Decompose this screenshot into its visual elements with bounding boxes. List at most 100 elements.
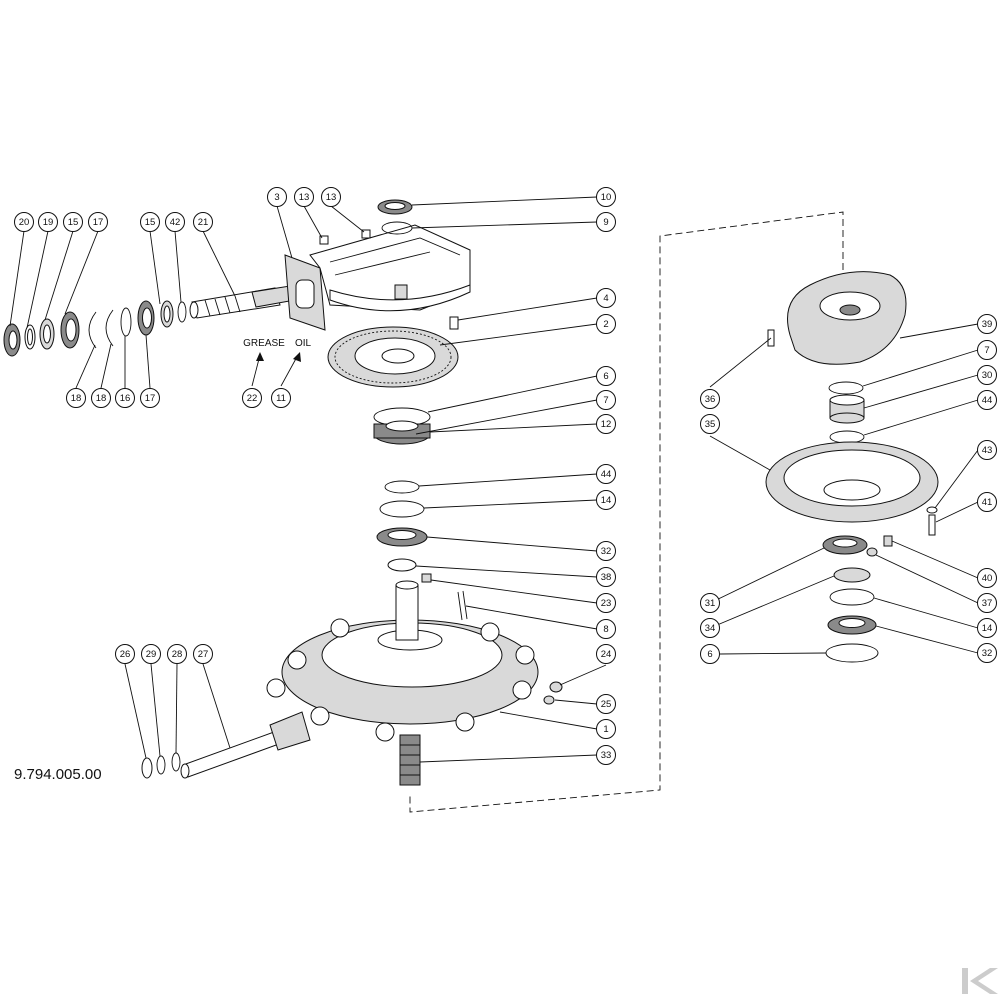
part-27-drive-shaft	[180, 711, 311, 779]
callout-circle	[977, 340, 997, 360]
callout-circle	[977, 314, 997, 334]
part-17-bearing-b	[137, 300, 155, 336]
assembly-dashed-line	[409, 211, 844, 813]
part-2-bevel-gear	[327, 326, 459, 388]
callout-c15a: 15	[63, 212, 83, 232]
part-40-nipple	[883, 535, 893, 547]
callout-circle	[14, 212, 34, 232]
drawing-number: 9.794.005.00	[14, 766, 102, 783]
callout-label: 41	[982, 497, 993, 508]
part-14-oring-right	[829, 588, 875, 606]
part-20-seal	[3, 323, 21, 357]
callout-label: 37	[982, 598, 993, 609]
leader-lines	[9, 196, 979, 763]
callout-c27: 27	[193, 644, 213, 664]
callout-label: 31	[705, 598, 716, 609]
callout-c12: 12	[596, 414, 616, 434]
callout-label: 3	[274, 192, 279, 203]
callout-circle	[977, 440, 997, 460]
callout-label: 44	[982, 395, 993, 406]
callout-label: 13	[299, 192, 310, 203]
callout-c40: 40	[977, 568, 997, 588]
part-10-seal	[377, 199, 413, 215]
callout-c44a: 44	[596, 464, 616, 484]
callout-c42: 42	[165, 212, 185, 232]
callout-c14a: 14	[596, 490, 616, 510]
callout-c32b: 32	[977, 643, 997, 663]
callout-circle	[91, 388, 111, 408]
callout-c14b: 14	[977, 618, 997, 638]
callout-label: 30	[982, 370, 993, 381]
callout-label: 35	[705, 419, 716, 430]
callout-label: 21	[198, 217, 209, 228]
callout-c20: 20	[14, 212, 34, 232]
callout-c44b: 44	[977, 390, 997, 410]
callout-circle	[165, 212, 185, 232]
part-32-bearing	[376, 527, 428, 547]
part-19-ring	[24, 324, 36, 350]
callout-label: 7	[984, 345, 989, 356]
part-39-cover	[787, 271, 907, 365]
callout-circle	[294, 187, 314, 207]
callout-label: 13	[326, 192, 337, 203]
callout-c32a: 32	[596, 541, 616, 561]
part-35-plate	[765, 441, 939, 523]
callout-c36: 36	[700, 389, 720, 409]
callout-circle	[977, 568, 997, 588]
callout-label: 33	[601, 750, 612, 761]
callout-label: 8	[603, 624, 608, 635]
callout-circle	[167, 644, 187, 664]
callout-c38: 38	[596, 567, 616, 587]
callout-c15b: 15	[140, 212, 160, 232]
part-14-oring	[379, 500, 425, 518]
part-15-washer	[39, 318, 55, 350]
callout-c31: 31	[700, 593, 720, 613]
callout-label: 7	[603, 395, 608, 406]
callout-circle	[596, 567, 616, 587]
callout-circle	[63, 212, 83, 232]
callout-c19: 19	[38, 212, 58, 232]
part-1-rotor-housing	[266, 580, 539, 742]
callout-c13a: 13	[294, 187, 314, 207]
callout-label: 40	[982, 573, 993, 584]
callout-label: 6	[603, 371, 608, 382]
callout-c11: 11	[271, 388, 291, 408]
callout-c21: 21	[193, 212, 213, 232]
callout-label: 16	[120, 393, 131, 404]
callout-circle	[596, 719, 616, 739]
part-8-pin	[457, 590, 468, 621]
callout-c6b: 6	[700, 644, 720, 664]
callout-c28: 28	[167, 644, 187, 664]
callout-label: 27	[198, 649, 209, 660]
callout-circle	[596, 745, 616, 765]
part-21-input-shaft	[189, 285, 296, 319]
part-38-spacer	[387, 558, 417, 572]
callout-c4: 4	[596, 288, 616, 308]
callout-c2: 2	[596, 314, 616, 334]
part-4-pin	[449, 316, 459, 330]
callout-circle	[596, 464, 616, 484]
callout-circle	[596, 619, 616, 639]
callout-circle	[700, 593, 720, 613]
callout-c8: 8	[596, 619, 616, 639]
callout-c17b: 17	[140, 388, 160, 408]
part-6-circlip-right	[825, 643, 879, 663]
callout-circle	[115, 388, 135, 408]
callout-label: 32	[601, 546, 612, 557]
callout-label: 36	[705, 394, 716, 405]
callout-circle	[271, 388, 291, 408]
callout-circle	[977, 390, 997, 410]
callout-circle	[700, 618, 720, 638]
part-23-plug	[421, 573, 432, 583]
callout-label: 34	[705, 623, 716, 634]
callout-circle	[141, 644, 161, 664]
callout-circle	[596, 366, 616, 386]
callout-c34: 34	[700, 618, 720, 638]
callout-label: 12	[601, 419, 612, 430]
callout-c26: 26	[115, 644, 135, 664]
callout-circle	[193, 644, 213, 664]
oil-note: OIL	[295, 338, 312, 349]
callout-label: 17	[145, 393, 156, 404]
callout-circle	[977, 618, 997, 638]
